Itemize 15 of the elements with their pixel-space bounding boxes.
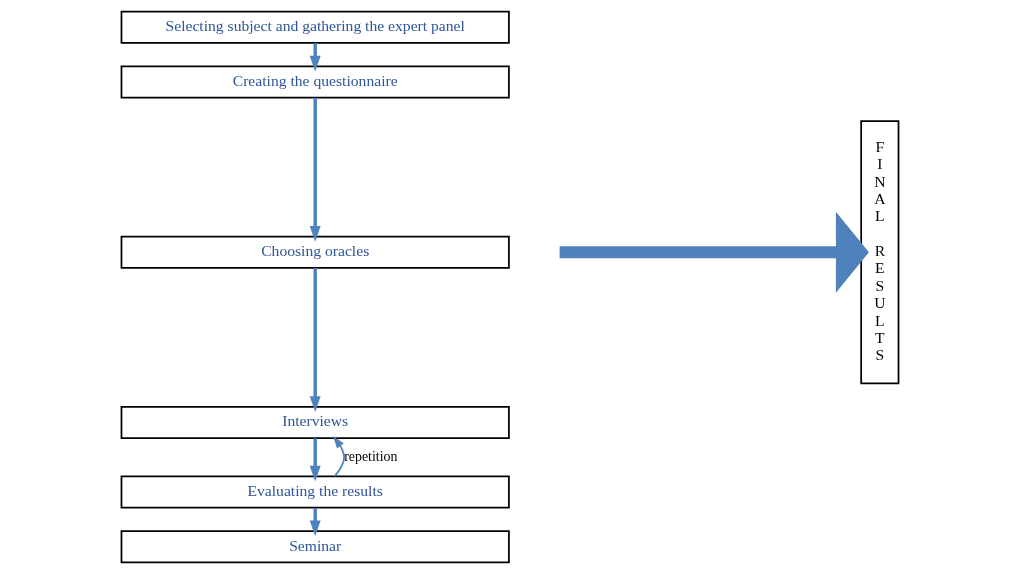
node-box: Creating the questionnaire bbox=[120, 65, 510, 99]
arrow bbox=[309, 438, 321, 482]
arrow bbox=[309, 507, 321, 537]
node-box: Evaluating the results bbox=[120, 475, 510, 509]
node-box: Interviews bbox=[120, 406, 510, 439]
arrow bbox=[309, 268, 321, 412]
arrow bbox=[309, 97, 321, 242]
arrow bbox=[559, 211, 869, 293]
arrow bbox=[332, 436, 345, 478]
edge-label: repetition bbox=[343, 448, 397, 464]
arrow bbox=[309, 43, 321, 72]
node-box: Selecting subject and gathering the expert panel bbox=[120, 10, 510, 44]
node-box: Seminar bbox=[120, 530, 510, 564]
node-box: Choosing oracles bbox=[120, 235, 510, 269]
node-box: FINAL RESULTS bbox=[859, 120, 899, 385]
